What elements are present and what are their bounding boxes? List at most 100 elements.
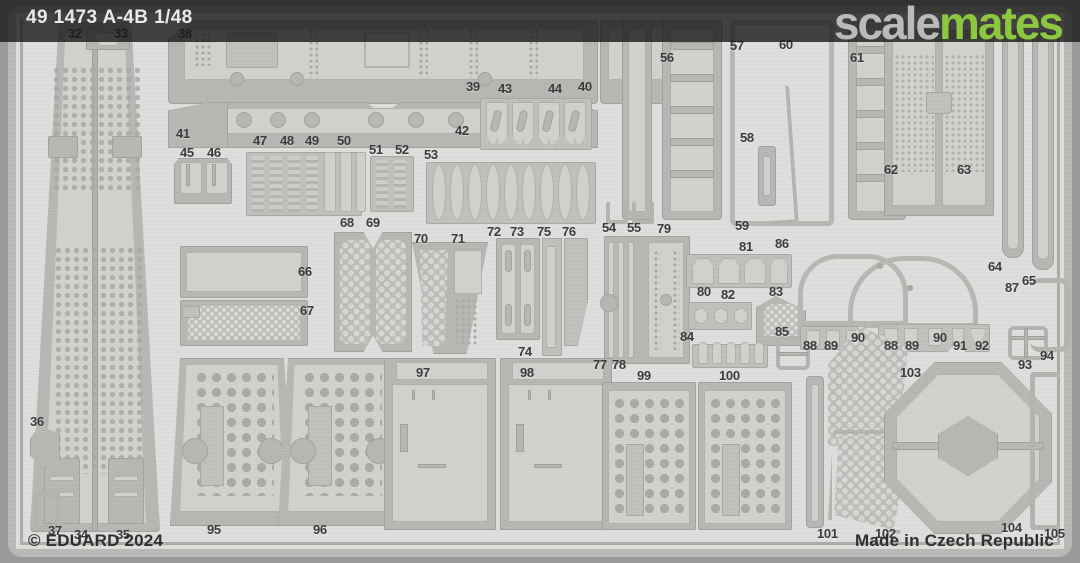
part-99-block — [626, 444, 644, 516]
part-number-label: 76 — [562, 224, 576, 239]
part-101-web — [811, 384, 819, 522]
part-number-label: 87 — [1005, 280, 1019, 295]
part-38-rivet-row-e — [528, 28, 538, 78]
part-number-label: 44 — [548, 81, 562, 96]
part-number-label: 34 — [74, 527, 88, 542]
part-37 — [34, 491, 60, 531]
part-82-knob-c — [734, 308, 748, 324]
part-number-label: 57 — [730, 38, 744, 53]
part-72-slot-top — [505, 250, 512, 272]
part-number-label: 77 — [593, 357, 607, 372]
part-86-hinge-icon — [874, 260, 886, 272]
part-98-top-tab — [512, 362, 604, 380]
part-number-label: 90 — [851, 330, 865, 345]
part-98-face — [508, 384, 604, 522]
part-47-strap — [252, 156, 264, 212]
part-number-label: 52 — [395, 142, 409, 157]
part-57-rib-d — [670, 138, 714, 146]
part-number-label: 84 — [680, 329, 694, 344]
part-51-strap — [376, 160, 388, 208]
part-number-label: 97 — [416, 365, 430, 380]
part-34-35-hole-grid-upper — [50, 64, 142, 192]
part-number-label: 104 — [1001, 520, 1022, 535]
part-number-label: 83 — [769, 284, 783, 299]
part-number-label: 96 — [313, 522, 327, 537]
part-number-label: 59 — [735, 218, 749, 233]
part-65-web — [1037, 38, 1049, 260]
part-number-label: 80 — [697, 284, 711, 299]
part-81-lever-d — [770, 258, 788, 284]
part-53-link-2 — [450, 164, 464, 220]
part-number-label: 95 — [207, 522, 221, 537]
part-number-label: 70 — [414, 231, 428, 246]
part-number-label: 64 — [988, 259, 1002, 274]
part-81-lever-c — [744, 258, 766, 284]
part-98-detail-bar — [534, 464, 562, 468]
part-79-rivets-right — [672, 250, 680, 350]
part-number-label: 91 — [953, 338, 967, 353]
part-number-label: 61 — [850, 50, 864, 65]
part-67-tab — [182, 306, 200, 318]
part-53-link-5 — [504, 164, 518, 220]
fret-rail-left — [8, 6, 16, 557]
part-number-label: 78 — [612, 357, 626, 372]
part-number-label: 86 — [775, 236, 789, 251]
part-79-rivets-left — [653, 250, 661, 350]
part-50-strap-a — [324, 152, 336, 212]
part-84-tooth-d — [740, 342, 750, 364]
part-98-pip-a — [528, 390, 531, 400]
part-35-tab-right — [112, 136, 142, 158]
fret-inner-rail-bottom — [20, 542, 1060, 545]
part-number-label: 46 — [207, 145, 221, 160]
part-53-link-4 — [486, 164, 500, 220]
made-in-czech-republic: Made in Czech Republic — [855, 531, 1054, 550]
part-number-label: 93 — [1018, 357, 1032, 372]
part-77-78-strip-c — [628, 242, 634, 358]
part-56-web — [628, 28, 646, 212]
part-57-web — [670, 28, 714, 212]
part-number-label: 88 — [803, 338, 817, 353]
part-73-slot-bottom — [524, 304, 531, 326]
part-number-label: 62 — [884, 162, 898, 177]
part-34-35-hole-grid-lower — [52, 244, 142, 474]
part-38-boss-b — [290, 72, 304, 86]
part-99-switch-grid — [612, 396, 686, 516]
part-97-pip-b — [432, 390, 435, 400]
part-63-rivets — [944, 54, 984, 172]
part-53-link-9 — [576, 164, 590, 220]
part-number-label: 56 — [660, 50, 674, 65]
part-53-link-1 — [432, 164, 446, 220]
part-64-web — [1007, 38, 1019, 250]
part-48-strap — [270, 156, 282, 212]
part-number-label: 41 — [176, 126, 190, 141]
part-number-label: 36 — [30, 414, 44, 429]
part-number-label: 42 — [455, 123, 469, 138]
part-50-strap-c — [356, 152, 366, 212]
part-34-foot-slot-a — [50, 476, 74, 481]
part-number-label: 49 — [305, 133, 319, 148]
part-57-rib-c — [670, 106, 714, 114]
part-number-label: 63 — [957, 162, 971, 177]
part-number-label: 47 — [253, 133, 267, 148]
part-94-bent-rod — [1030, 278, 1070, 352]
part-38-rivet-row-c — [418, 28, 428, 78]
watermark-mates-text: mates — [939, 0, 1064, 49]
part-84-tooth-b — [712, 342, 722, 364]
part-68-mesh — [340, 240, 370, 344]
part-98-pip-b — [548, 390, 551, 400]
part-number-label: 50 — [337, 133, 351, 148]
part-number-label: 48 — [280, 133, 294, 148]
part-82-knob-a — [694, 308, 708, 324]
part-54 — [606, 202, 628, 224]
part-91-right — [952, 328, 964, 346]
part-number-label: 98 — [520, 365, 534, 380]
part-71-panel — [454, 250, 482, 294]
part-84-tooth-a — [698, 342, 708, 364]
part-57-rib-a — [670, 42, 714, 50]
header-overlay-band — [0, 0, 1080, 42]
part-73-slot-top — [524, 250, 531, 272]
eduard-copyright: © EDUARD 2024 — [28, 531, 164, 550]
part-number-label: 100 — [719, 368, 740, 383]
part-39-hole-g — [448, 112, 464, 128]
